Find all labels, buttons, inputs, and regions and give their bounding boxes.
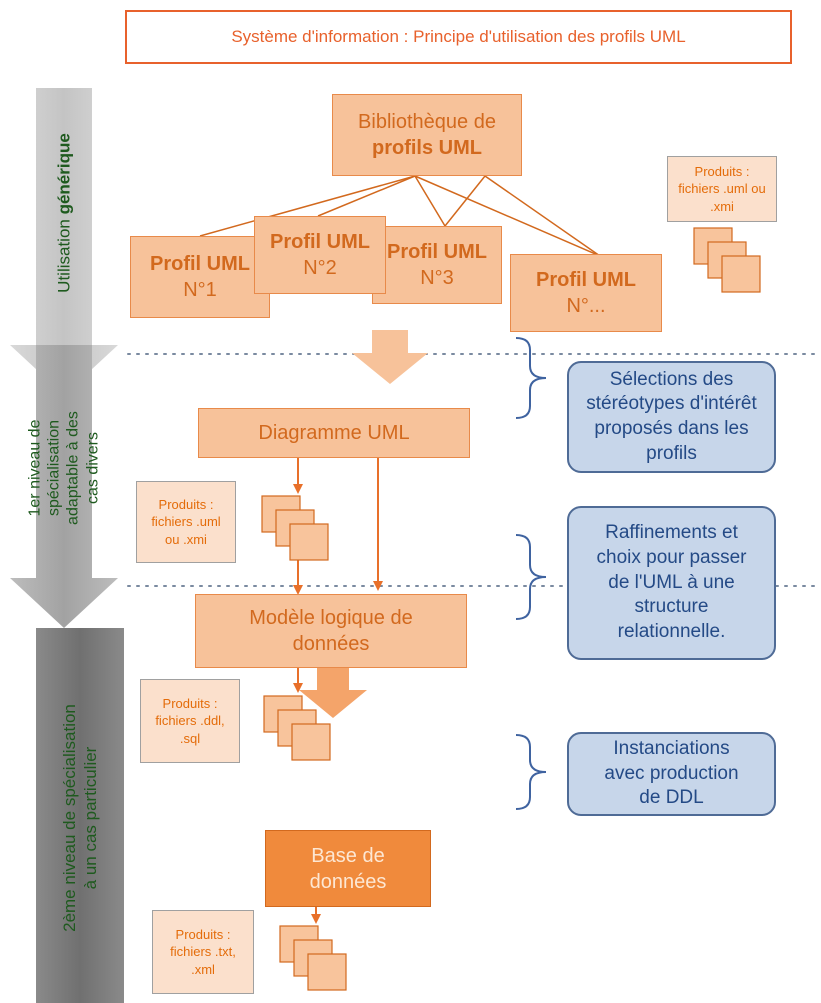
products-box-uml: Produits : fichiers .uml ou .xmi (136, 481, 236, 563)
file-stack-txt (279, 925, 347, 991)
profile-1-number: N°1 (183, 279, 217, 301)
file-stack-top (693, 227, 761, 293)
note-instanciations-line3: de DDL (639, 787, 704, 809)
products-txt-line3: .xml (191, 961, 215, 977)
products-uml-line2: fichiers .uml (151, 514, 221, 530)
library-box: Bibliothèque de profils UML (332, 94, 522, 176)
bracket-2 (515, 534, 547, 620)
profile-1-name: Profil UML (150, 253, 250, 275)
diagram-title: Système d'information : Principe d'utili… (125, 10, 792, 64)
profile-box-1: Profil UML N°1 (130, 236, 270, 318)
products-box-txt: Produits : fichiers .txt, .xml (152, 910, 254, 994)
products-txt-line1: Produits : (175, 926, 231, 942)
products-top-line2: fichiers .uml ou (678, 181, 766, 197)
database-line2: données (309, 870, 387, 893)
level-second-bar (36, 628, 124, 1003)
logical-model-line2: données (292, 633, 370, 655)
note-instanciations-line2: avec production (604, 762, 739, 784)
note-instanciations: Instanciations avec production de DDL (567, 732, 776, 816)
database-box: Base de données (265, 830, 431, 907)
profile-3-name: Profil UML (387, 241, 487, 263)
diagram-uml-box: Diagramme UML (198, 408, 470, 458)
library-line1: Bibliothèque de (358, 111, 496, 133)
note-raffinements-line4: structure (634, 596, 709, 618)
level-generic-arrow (10, 88, 118, 395)
file-stack-uml (261, 495, 329, 561)
level-arrows (10, 88, 124, 1003)
logical-model-box: Modèle logique de données (195, 594, 467, 668)
profile-4-name: Profil UML (536, 269, 636, 291)
level-first-arrow (10, 345, 118, 628)
products-ddl-line1: Produits : (162, 695, 218, 711)
note-selections: Sélections des stéréotypes d'intérêt pro… (567, 361, 776, 473)
library-profile-links (199, 175, 601, 257)
profile-2-name: Profil UML (270, 231, 370, 253)
profile-box-2: Profil UML N°2 (254, 216, 386, 294)
library-line2: profils UML (372, 137, 482, 159)
note-selections-line3: proposés dans les (594, 418, 749, 439)
big-arrow-1 (352, 330, 428, 384)
products-ddl-line3: .sql (179, 730, 201, 746)
note-instanciations-line1: Instanciations (613, 737, 730, 759)
logical-model-line1: Modèle logique de (249, 607, 413, 629)
note-selections-line1: Sélections des (609, 368, 734, 390)
note-selections-line4: profils (646, 442, 697, 464)
products-box-top: Produits : fichiers .uml ou .xmi (667, 156, 777, 222)
profile-4-number: N°... (566, 295, 606, 317)
profile-3-number: N°3 (420, 267, 454, 289)
big-arrow-2 (299, 668, 367, 718)
note-raffinements-line3: de l'UML à une (608, 571, 735, 593)
products-ddl-line2: fichiers .ddl, (155, 713, 225, 729)
profile-box-3: Profil UML N°3 (372, 226, 502, 304)
profile-box-4: Profil UML N°... (510, 254, 662, 332)
note-raffinements-line1: Raffinements et (605, 522, 738, 544)
note-raffinements: Raffinements et choix pour passer de l'U… (567, 506, 776, 660)
products-top-line3: .xmi (710, 198, 734, 214)
note-raffinements-line5: relationnelle. (617, 621, 726, 643)
products-txt-line2: fichiers .txt, (170, 944, 236, 960)
note-selections-line2: stéréotypes d'intérêt (586, 393, 757, 415)
file-stack-ddl (263, 695, 331, 761)
profile-2-number: N°2 (303, 257, 337, 279)
bracket-3 (515, 734, 547, 810)
products-box-ddl: Produits : fichiers .ddl, .sql (140, 679, 240, 763)
products-uml-line3: ou .xmi (165, 531, 207, 547)
products-uml-line1: Produits : (158, 496, 214, 512)
products-top-line1: Produits : (694, 163, 750, 179)
diagram-uml-label: Diagramme UML (258, 422, 410, 444)
note-raffinements-line2: choix pour passer (596, 546, 747, 568)
database-line1: Base de (311, 844, 385, 867)
bracket-1 (515, 337, 547, 419)
